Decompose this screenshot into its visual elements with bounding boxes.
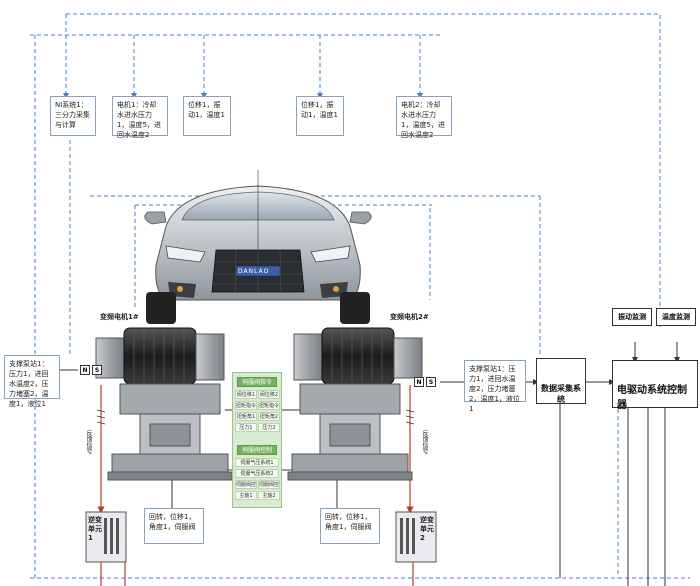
pole-tag-s-left: S bbox=[92, 365, 102, 375]
data-acquisition-system[interactable]: 数据采集系统 bbox=[536, 358, 586, 404]
servo-cell: 扭矩角1 bbox=[235, 412, 257, 421]
servo-cell: 伺服阀控系统2 bbox=[258, 480, 280, 489]
servo-cell: 压力2 bbox=[258, 423, 280, 432]
red-feedback-lines bbox=[97, 385, 414, 586]
pole-tag-n-left: N bbox=[80, 365, 90, 375]
servo-cell: 扭矩指令1 bbox=[235, 401, 257, 410]
bottom-info-box-1: 回转，位移1，角度1，伺服阀 bbox=[144, 508, 204, 544]
motor2-cooling-box: 电机2：冷却水进水压力1，温度5，进回水温度2 bbox=[396, 96, 452, 139]
servo-control-panel: 伺服阀指令 阀位移1 阀位移2 扭矩指令1 扭矩指令2 扭矩角1 扭矩角2 压力… bbox=[232, 372, 282, 508]
car-license-plate: DANLAO bbox=[238, 268, 270, 275]
inverter-cabinet-2 bbox=[395, 511, 437, 563]
position-vibration-box-2: 位移1，振动1，温度1 bbox=[296, 96, 344, 136]
pump-station-box-left: 支撑泵站1：压力1，进回水温度2，压力堵塞2，温度1，液位1 bbox=[4, 355, 60, 408]
position-vibration-box-1: 位移1，振动1，温度1 bbox=[183, 96, 231, 136]
ni-system-box: NI系统1：三分力采集与计算 bbox=[50, 96, 96, 136]
feedback-label-left: 反馈信号 bbox=[85, 430, 92, 454]
servo-cell: 阀位移1 bbox=[235, 390, 257, 399]
servo-cell: 扭矩角2 bbox=[258, 412, 280, 421]
servo-cell: 压力1 bbox=[235, 423, 257, 432]
pole-tag-s-right: S bbox=[426, 377, 436, 387]
pole-tag-n-right: N bbox=[414, 377, 424, 387]
left-dynamometer bbox=[95, 327, 233, 481]
motor-drive-controller[interactable]: 电驱动系统控制器 bbox=[612, 360, 698, 411]
temperature-monitor[interactable]: 温度监测 bbox=[656, 308, 696, 326]
motor1-cooling-box: 电机1：冷却水进水压力1，温度5，进回水温度2 bbox=[112, 96, 168, 139]
servo-cell: 主轴1 bbox=[235, 491, 257, 500]
pump-station-box-right: 支撑泵站1：压力1，进回水温度2，压力堵塞2，温度1，液位1 bbox=[464, 360, 526, 413]
feedback-ticks bbox=[96, 409, 415, 425]
servo-cell: 阀位移2 bbox=[258, 390, 280, 399]
servo-cell: 伺服阀控系统1 bbox=[235, 480, 257, 489]
inverter-unit-label-1: 逆变单元1 bbox=[88, 516, 102, 542]
vibration-monitor[interactable]: 振动监测 bbox=[612, 308, 652, 326]
inverter-unit-label-2: 逆变单元2 bbox=[420, 516, 434, 542]
servo-cell: 伺服气压系统1 bbox=[235, 458, 279, 467]
feedback-label-right: 反馈信号 bbox=[421, 430, 428, 454]
servo-control-title: 伺服阀控制 bbox=[237, 445, 277, 455]
servo-cell: 伺服气压系统2 bbox=[235, 469, 279, 478]
servo-command-title: 伺服阀指令 bbox=[237, 377, 277, 387]
servo-cell: 扭矩指令2 bbox=[258, 401, 280, 410]
motor-label-left: 变频电机1# bbox=[100, 313, 139, 321]
controller-label: 电驱动系统控制器 bbox=[617, 385, 687, 411]
inverter-cabinet-1 bbox=[85, 511, 127, 563]
bottom-info-box-2: 回转，位移1，角度1，伺服阀 bbox=[320, 508, 380, 544]
servo-cell: 主轴2 bbox=[258, 491, 280, 500]
daq-label: 数据采集系统 bbox=[541, 384, 581, 404]
right-dynamometer bbox=[287, 327, 423, 481]
car-front-view bbox=[144, 170, 372, 324]
motor-label-right: 变频电机2# bbox=[390, 313, 429, 321]
